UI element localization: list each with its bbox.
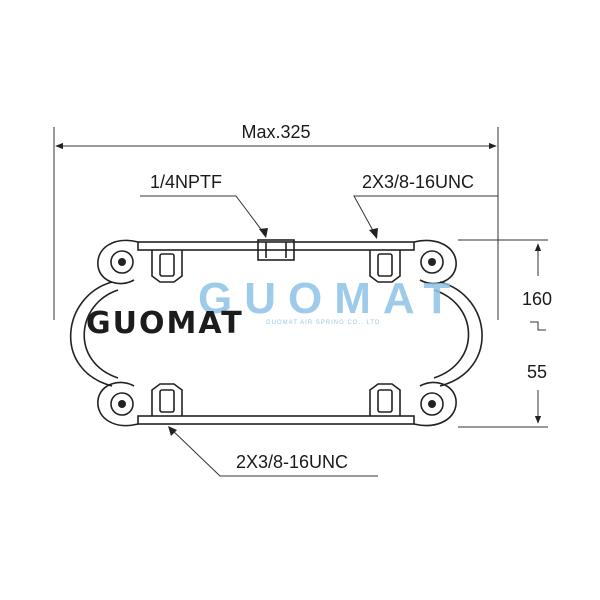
watermark-small: GUOMAT AIR SPRING CO., LTD [266,320,380,326]
curl-top-right-outer [420,250,444,274]
curl-top-left-core [118,258,126,266]
bottom-bead-plate [137,415,415,425]
curl-circles [110,250,444,416]
bottom-studs-leader-line [169,427,378,477]
stud-bottom-left [151,383,183,416]
bottom-studs-label: 2X3/8-16UNC [236,452,348,472]
stud-bottom-left-bore [159,389,175,413]
height-min-label: 55 [527,362,547,382]
port-callout-label: 1/4NPTF [150,172,222,192]
curl-bottom-left-core [118,400,126,408]
logo-black: GUOMAT [86,306,244,341]
height-break-symbol [530,321,546,331]
top-studs-leader-line [353,195,498,237]
curl-top-left-outer [110,250,134,274]
air-port-body [257,239,295,261]
port-leader-line [140,195,267,237]
bellows-left-outer [69,281,113,387]
air-spring-body [69,239,483,427]
height-dimension: 160 55 [458,239,552,428]
curl-bottom-right-outer [420,392,444,416]
stud-top-right-bore [377,253,393,277]
top-studs-leader-arrow [369,228,378,239]
bellows-right-outer [439,281,483,387]
stud-top-left [151,250,183,283]
width-label: Max.325 [241,122,310,142]
top-bead-plate [137,241,415,251]
height-max-label: 160 [522,289,552,309]
bottom-studs-leader-arrow [168,426,177,436]
port-leader-arrow [259,228,268,238]
stud-top-left-bore [159,253,175,277]
stud-top-right [369,250,401,283]
bellows-right-inner [433,289,470,379]
curl-top-right-core [428,258,436,266]
air-port-fitting [257,239,295,261]
studs [151,250,401,416]
top-right-rim [413,239,457,285]
bottom-left-rim [97,381,139,427]
bottom-studs-callout: 2X3/8-16UNC [168,426,378,477]
width-dimension: Max.325 [53,122,499,320]
bottom-right-rim [413,381,457,427]
port-callout: 1/4NPTF [140,172,268,238]
top-left-rim [97,239,139,285]
top-studs-label: 2X3/8-16UNC [362,172,474,192]
stud-bottom-right [369,383,401,416]
curl-bottom-left-outer [110,392,134,416]
top-studs-callout: 2X3/8-16UNC [353,172,498,239]
curl-bottom-right-core [428,400,436,408]
watermark-blue: GUOMAT [198,274,462,323]
bellows-left-inner [83,289,119,379]
stud-bottom-right-bore [377,389,393,413]
